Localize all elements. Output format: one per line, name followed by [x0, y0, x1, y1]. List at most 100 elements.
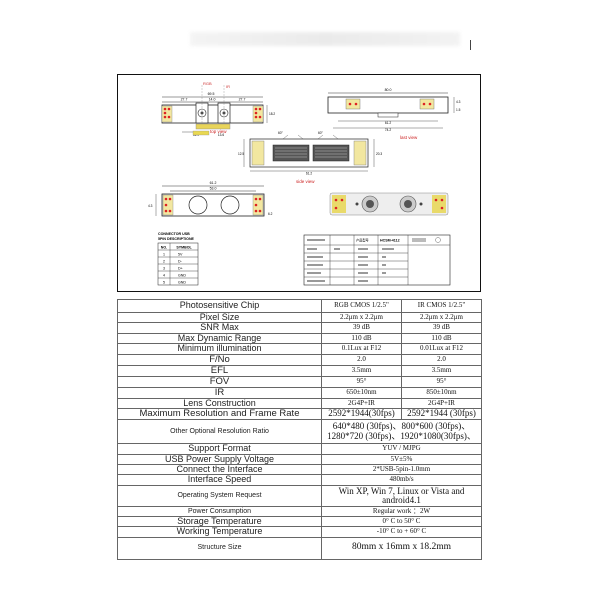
svg-text:IR: IR [226, 84, 230, 89]
dim-bot-h: 4.3 [148, 204, 153, 208]
pin-no: 4 [163, 274, 165, 278]
resolution-line: 1280*720 (30fps)、1920*1080(30fps)、 [327, 430, 476, 441]
pin-symbol: GND [178, 281, 186, 285]
dim-last-b1: 61.2 [385, 121, 391, 125]
pin-symbol: D+ [178, 267, 183, 271]
dim-side-angle1: 60° [278, 131, 284, 135]
spec-label: Structure Size [117, 536, 322, 560]
pin-no: 2 [163, 260, 165, 264]
table-row: Power Consumption Regular work ：2W [117, 505, 482, 517]
spec-value-ir: 2.2μm x 2.2μm [401, 311, 482, 324]
spec-value-rgb: 2.2μm x 2.2μm [321, 311, 402, 324]
table-row: Lens Construction 2G4P+IR 2G4P+IR [117, 397, 482, 410]
product-render [329, 192, 449, 216]
pin-symbol: D- [178, 260, 183, 264]
dim-bot-r: 6.2 [268, 212, 273, 216]
title-product-label: 产品型号 [356, 238, 369, 243]
table-row: Photosensitive Chip RGB CMOS 1/2.5" IR C… [117, 299, 482, 313]
connector-title: CONNECTOR USB [158, 232, 190, 236]
spec-label: EFL [117, 364, 322, 377]
pin-no: 5 [163, 281, 165, 285]
spec-value-ir: 0.01Lux at F12 [401, 343, 482, 355]
pin-symbol: 5V [178, 253, 183, 257]
spec-value: Win XP, Win 7, Linux or Vista and androi… [321, 484, 482, 507]
spec-value-ir: 2592*1944 (30fps) [401, 408, 482, 421]
spec-value-ir: 3.5mm [401, 364, 482, 377]
spec-value: -10° C to + 60° C [321, 526, 482, 538]
spec-label: Maximum Resolution and Frame Rate [117, 408, 322, 421]
title-block: 产品型号 HCSM-4112 [303, 234, 451, 286]
spec-label: Max Dynamic Range [117, 332, 322, 345]
pin-header-no: NO. [161, 246, 167, 250]
spec-value-rgb: 2G4P+IR [321, 397, 402, 410]
spec-value-ir: 95° [401, 375, 482, 388]
dim-bot-inner: 53.0 [210, 187, 217, 191]
table-row: FOV 95° 95° [117, 375, 482, 388]
bottom-view: 61.2 53.0 4.3 6.2 [148, 181, 273, 217]
spec-table: Photosensitive Chip RGB CMOS 1/2.5" IR C… [117, 299, 482, 560]
spec-label: FOV [117, 375, 322, 388]
table-row: Pixel Size 2.2μm x 2.2μm 2.2μm x 2.2μm [117, 311, 482, 324]
document-header-blurred [190, 32, 460, 46]
spec-value: Regular work ：2W [321, 505, 482, 517]
dim-last-r1: 4.3 [456, 100, 461, 104]
top-view-label: top view [210, 129, 227, 134]
dim-top-h2: 13.6 [218, 133, 224, 137]
table-row: Storage Temperature 0° C to 50° C [117, 515, 482, 528]
spec-label: Photosensitive Chip [117, 299, 322, 313]
header-divider [470, 40, 471, 50]
title-model: HCSM-4112 [380, 239, 400, 243]
side-view-label: side view [296, 179, 315, 184]
spec-value-other-resolution: 640*480 (30fps)、800*600 (30fps)、 1280*72… [321, 419, 482, 445]
pin-header-symbol: SYMBOL [176, 246, 192, 250]
spec-value: 5V±5% [321, 453, 482, 465]
resolution-line: 640*480 (30fps)、800*600 (30fps)、 [332, 421, 471, 432]
spec-label: F/No [117, 353, 322, 366]
last-view-label: last view [400, 135, 418, 140]
spec-value-rgb: 3.5mm [321, 364, 402, 377]
spec-value-rgb: 2592*1944(30fps) [321, 408, 402, 421]
spec-value: 2*USB-5pin-1.0mm [321, 463, 482, 476]
spec-label: Interface Speed [117, 474, 322, 486]
spec-value-rgb: 0.1Lux at F12 [321, 343, 402, 355]
dim-side-angle2: 60° [318, 131, 324, 135]
dim-top-total: 69.5 [208, 92, 215, 96]
dim-side-h2: 20.3 [376, 152, 382, 156]
pin-no: 1 [163, 253, 165, 257]
table-row: Maximum Resolution and Frame Rate 2592*1… [117, 408, 482, 421]
dim-top-mid: 14.0 [209, 98, 216, 102]
spec-label: SNR Max [117, 322, 322, 334]
svg-text:RGB: RGB [203, 81, 212, 86]
top-view: 69.5 27.7 14.0 27.7 RGB IR 11.9 13.6 18.… [161, 81, 275, 137]
spec-label: Other Optional Resolution Ratio [117, 419, 322, 445]
spec-value-ir: 110 dB [401, 332, 482, 345]
spec-value: 0° C to 50° C [321, 515, 482, 528]
table-row: Connect the Interface 2*USB-5pin-1.0mm [117, 463, 482, 476]
spec-value-ir: 2G4P+IR [401, 397, 482, 410]
spec-label: Working Temperature [117, 526, 322, 538]
spec-value: 480mb/s [321, 474, 482, 486]
dim-last-b2: 74.2 [385, 128, 391, 132]
table-row: EFL 3.5mm 3.5mm [117, 364, 482, 377]
spec-label: Connect the Interface [117, 463, 322, 476]
table-row: Max Dynamic Range 110 dB 110 dB [117, 332, 482, 345]
spec-value-rgb: 39 dB [321, 322, 402, 334]
pin-symbol: GND [178, 274, 186, 278]
spec-value-ir: 39 dB [401, 322, 482, 334]
table-row: SNR Max 39 dB 39 dB [117, 322, 482, 334]
dim-last-r2: 1.5 [456, 108, 461, 112]
spec-value-ir: IR CMOS 1/2.5" [401, 299, 482, 313]
spec-value-rgb: 650±10nm [321, 386, 402, 399]
spec-value-rgb: 2.0 [321, 353, 402, 366]
dim-top-left: 27.7 [181, 98, 188, 102]
spec-value: YUV / MJPG [321, 443, 482, 455]
spec-value-rgb: 95° [321, 375, 402, 388]
dim-top-right: 27.7 [239, 98, 246, 102]
table-row: Operating System Request Win XP, Win 7, … [117, 484, 482, 507]
spec-value: 80mm x 16mm x 18.2mm [321, 536, 482, 560]
dim-bot-total: 61.2 [210, 181, 217, 185]
table-row: Interface Speed 480mb/s [117, 474, 482, 486]
spec-label: Storage Temperature [117, 515, 322, 528]
spec-label: USB Power Supply Voltage [117, 453, 322, 465]
spec-label: Power Consumption [117, 505, 322, 517]
